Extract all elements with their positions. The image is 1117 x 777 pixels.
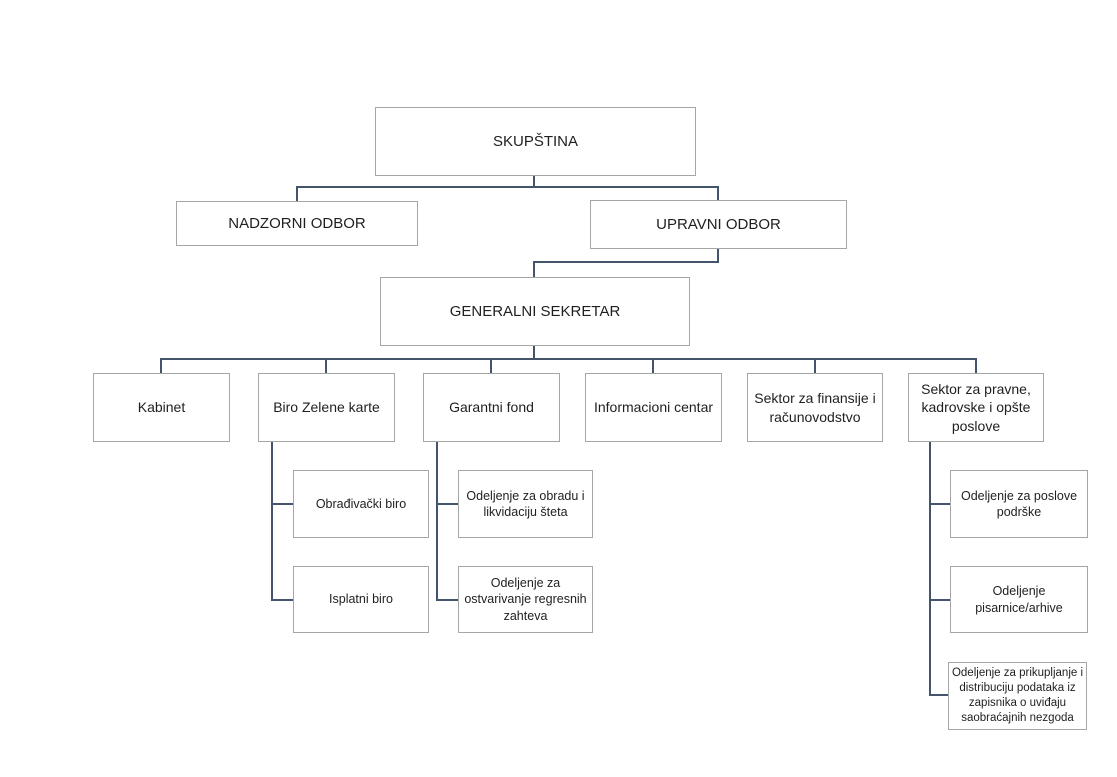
org-node-kabinet: Kabinet [93,373,230,442]
connector-line [436,503,458,505]
org-node-skupstina: SKUPŠTINA [375,107,696,176]
connector-line [271,442,273,601]
connector-line [975,358,977,373]
connector-line [490,358,492,373]
org-node-label: Odeljenje pisarnice/arhive [975,584,1063,615]
connector-line [929,694,948,696]
connector-line [929,599,950,601]
connector-line [296,186,719,188]
org-node-label: Isplatni biro [329,592,393,607]
org-node-label: Odeljenje za obradu i likvidaciju šteta [466,488,585,519]
connector-line [533,261,535,277]
org-node-nadzorni-odbor: NADZORNI ODBOR [176,201,418,246]
org-node-label: Odeljenje za poslove podrške [960,488,1078,519]
org-node-label: Obrađivački biro [315,496,407,511]
org-node-informacioni-centar: Informacioni centar [585,373,722,442]
org-node-label: GENERALNI SEKRETAR [449,302,621,320]
org-node-odeljenje-prikupljanje-podataka: Odeljenje za prikupljanje i distribuciju… [948,662,1087,730]
org-node-garantni-fond: Garantni fond [423,373,560,442]
org-node-isplatni-biro: Isplatni biro [293,566,429,633]
connector-line [271,503,293,505]
connector-line [436,599,458,601]
connector-line [929,442,931,696]
org-node-label: Kabinet [137,399,186,416]
connector-line [717,186,719,201]
org-node-label: Sektor za finansije i računovodstvo [754,390,876,425]
org-node-odeljenje-pisarnice-arhive: Odeljenje pisarnice/arhive [950,566,1088,633]
connector-line [160,358,162,373]
org-node-label: Odeljenje za prikupljanje i distribuciju… [951,667,1084,724]
org-node-obradjivacki-biro: Obrađivački biro [293,470,429,538]
org-node-sektor-pravne: Sektor za pravne, kadrovske i opšte posl… [908,373,1044,442]
connector-line [533,176,535,188]
connector-line [717,249,719,263]
connector-line [814,358,816,373]
org-node-sektor-finansije: Sektor za finansije i računovodstvo [747,373,883,442]
connector-line [652,358,654,373]
org-node-label: Garantni fond [449,399,534,416]
org-node-odeljenje-poslove-podrske: Odeljenje za poslove podrške [950,470,1088,538]
org-node-biro-zelene-karte: Biro Zelene karte [258,373,395,442]
connector-line [436,442,438,601]
org-node-label: Odeljenje za ostvarivanje regresnih zaht… [464,576,587,623]
org-node-label: Biro Zelene karte [273,399,380,416]
connector-line [533,346,535,360]
org-node-label: Informacioni centar [593,399,714,416]
org-node-odeljenje-obrada-steta: Odeljenje za obradu i likvidaciju šteta [458,470,593,538]
org-node-label: SKUPŠTINA [492,132,579,150]
connector-line [325,358,327,373]
org-node-label: NADZORNI ODBOR [228,214,366,232]
org-node-odeljenje-regresni-zahtevi: Odeljenje za ostvarivanje regresnih zaht… [458,566,593,633]
org-node-label: UPRAVNI ODBOR [656,215,781,233]
connector-line [160,358,977,360]
connector-line [533,261,719,263]
org-node-upravni-odbor: UPRAVNI ODBOR [590,200,847,249]
connector-line [271,599,293,601]
connector-line [296,186,298,202]
org-node-label: Sektor za pravne, kadrovske i opšte posl… [921,381,1031,434]
connector-line [929,503,950,505]
org-node-generalni-sekretar: GENERALNI SEKRETAR [380,277,690,346]
